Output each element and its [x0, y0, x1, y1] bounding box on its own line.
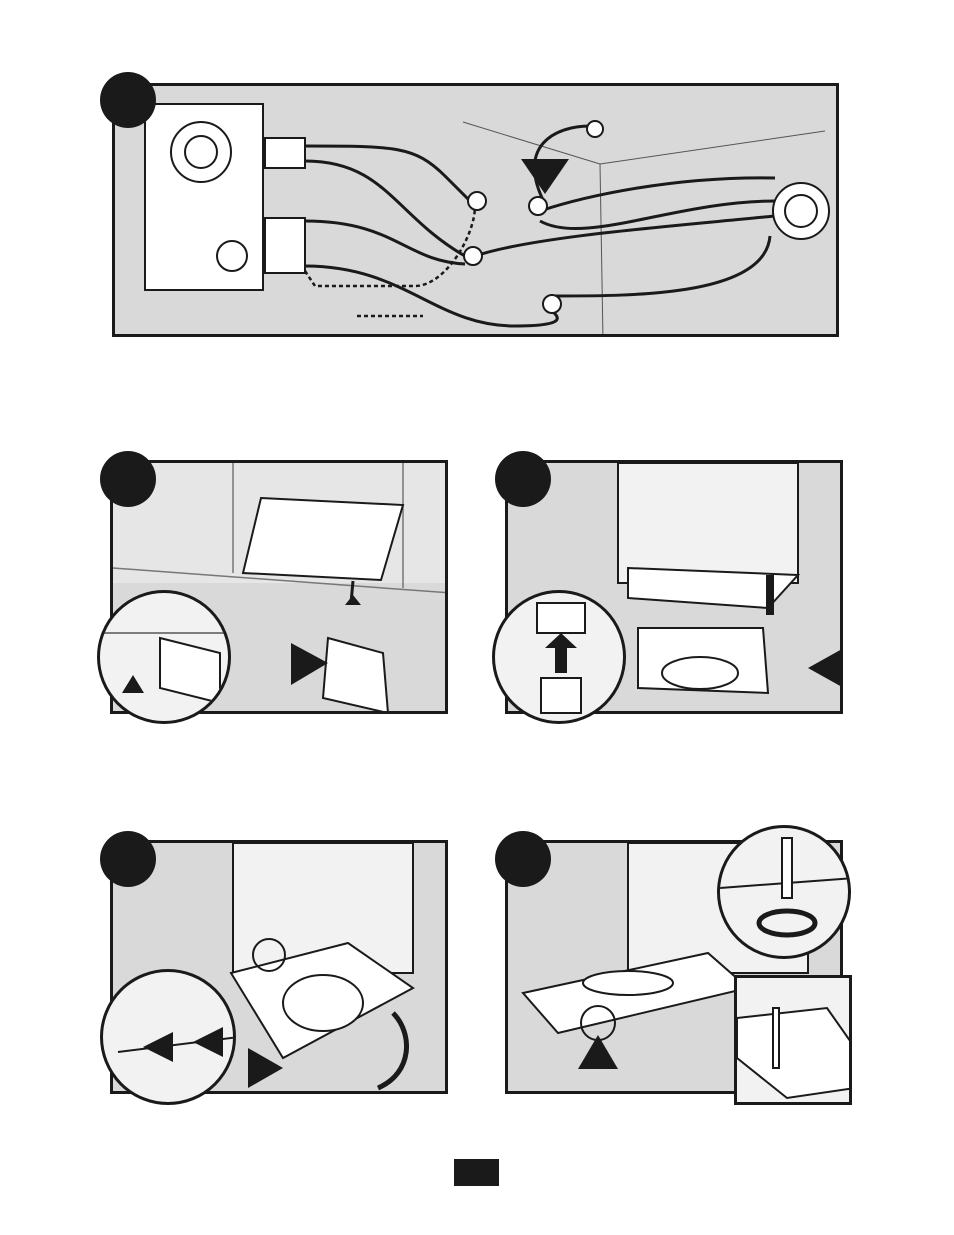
blower-connect-detail-circle [492, 590, 626, 724]
grille-screws-detail-box [734, 975, 852, 1105]
housing-mount-detail-circle [97, 590, 231, 724]
page-number [454, 1159, 499, 1186]
wiring-illustration [115, 86, 839, 337]
step-badge-grille-screws [495, 831, 551, 887]
step-badge-blower-connect [495, 451, 551, 507]
blower-install-detail-circle [100, 969, 236, 1105]
step-badge-wiring [100, 72, 156, 128]
grille-screws-detail-circle [717, 825, 851, 959]
step-badge-housing-mount [100, 451, 156, 507]
step-badge-blower-install [100, 831, 156, 887]
wiring-diagram-panel [112, 83, 839, 337]
